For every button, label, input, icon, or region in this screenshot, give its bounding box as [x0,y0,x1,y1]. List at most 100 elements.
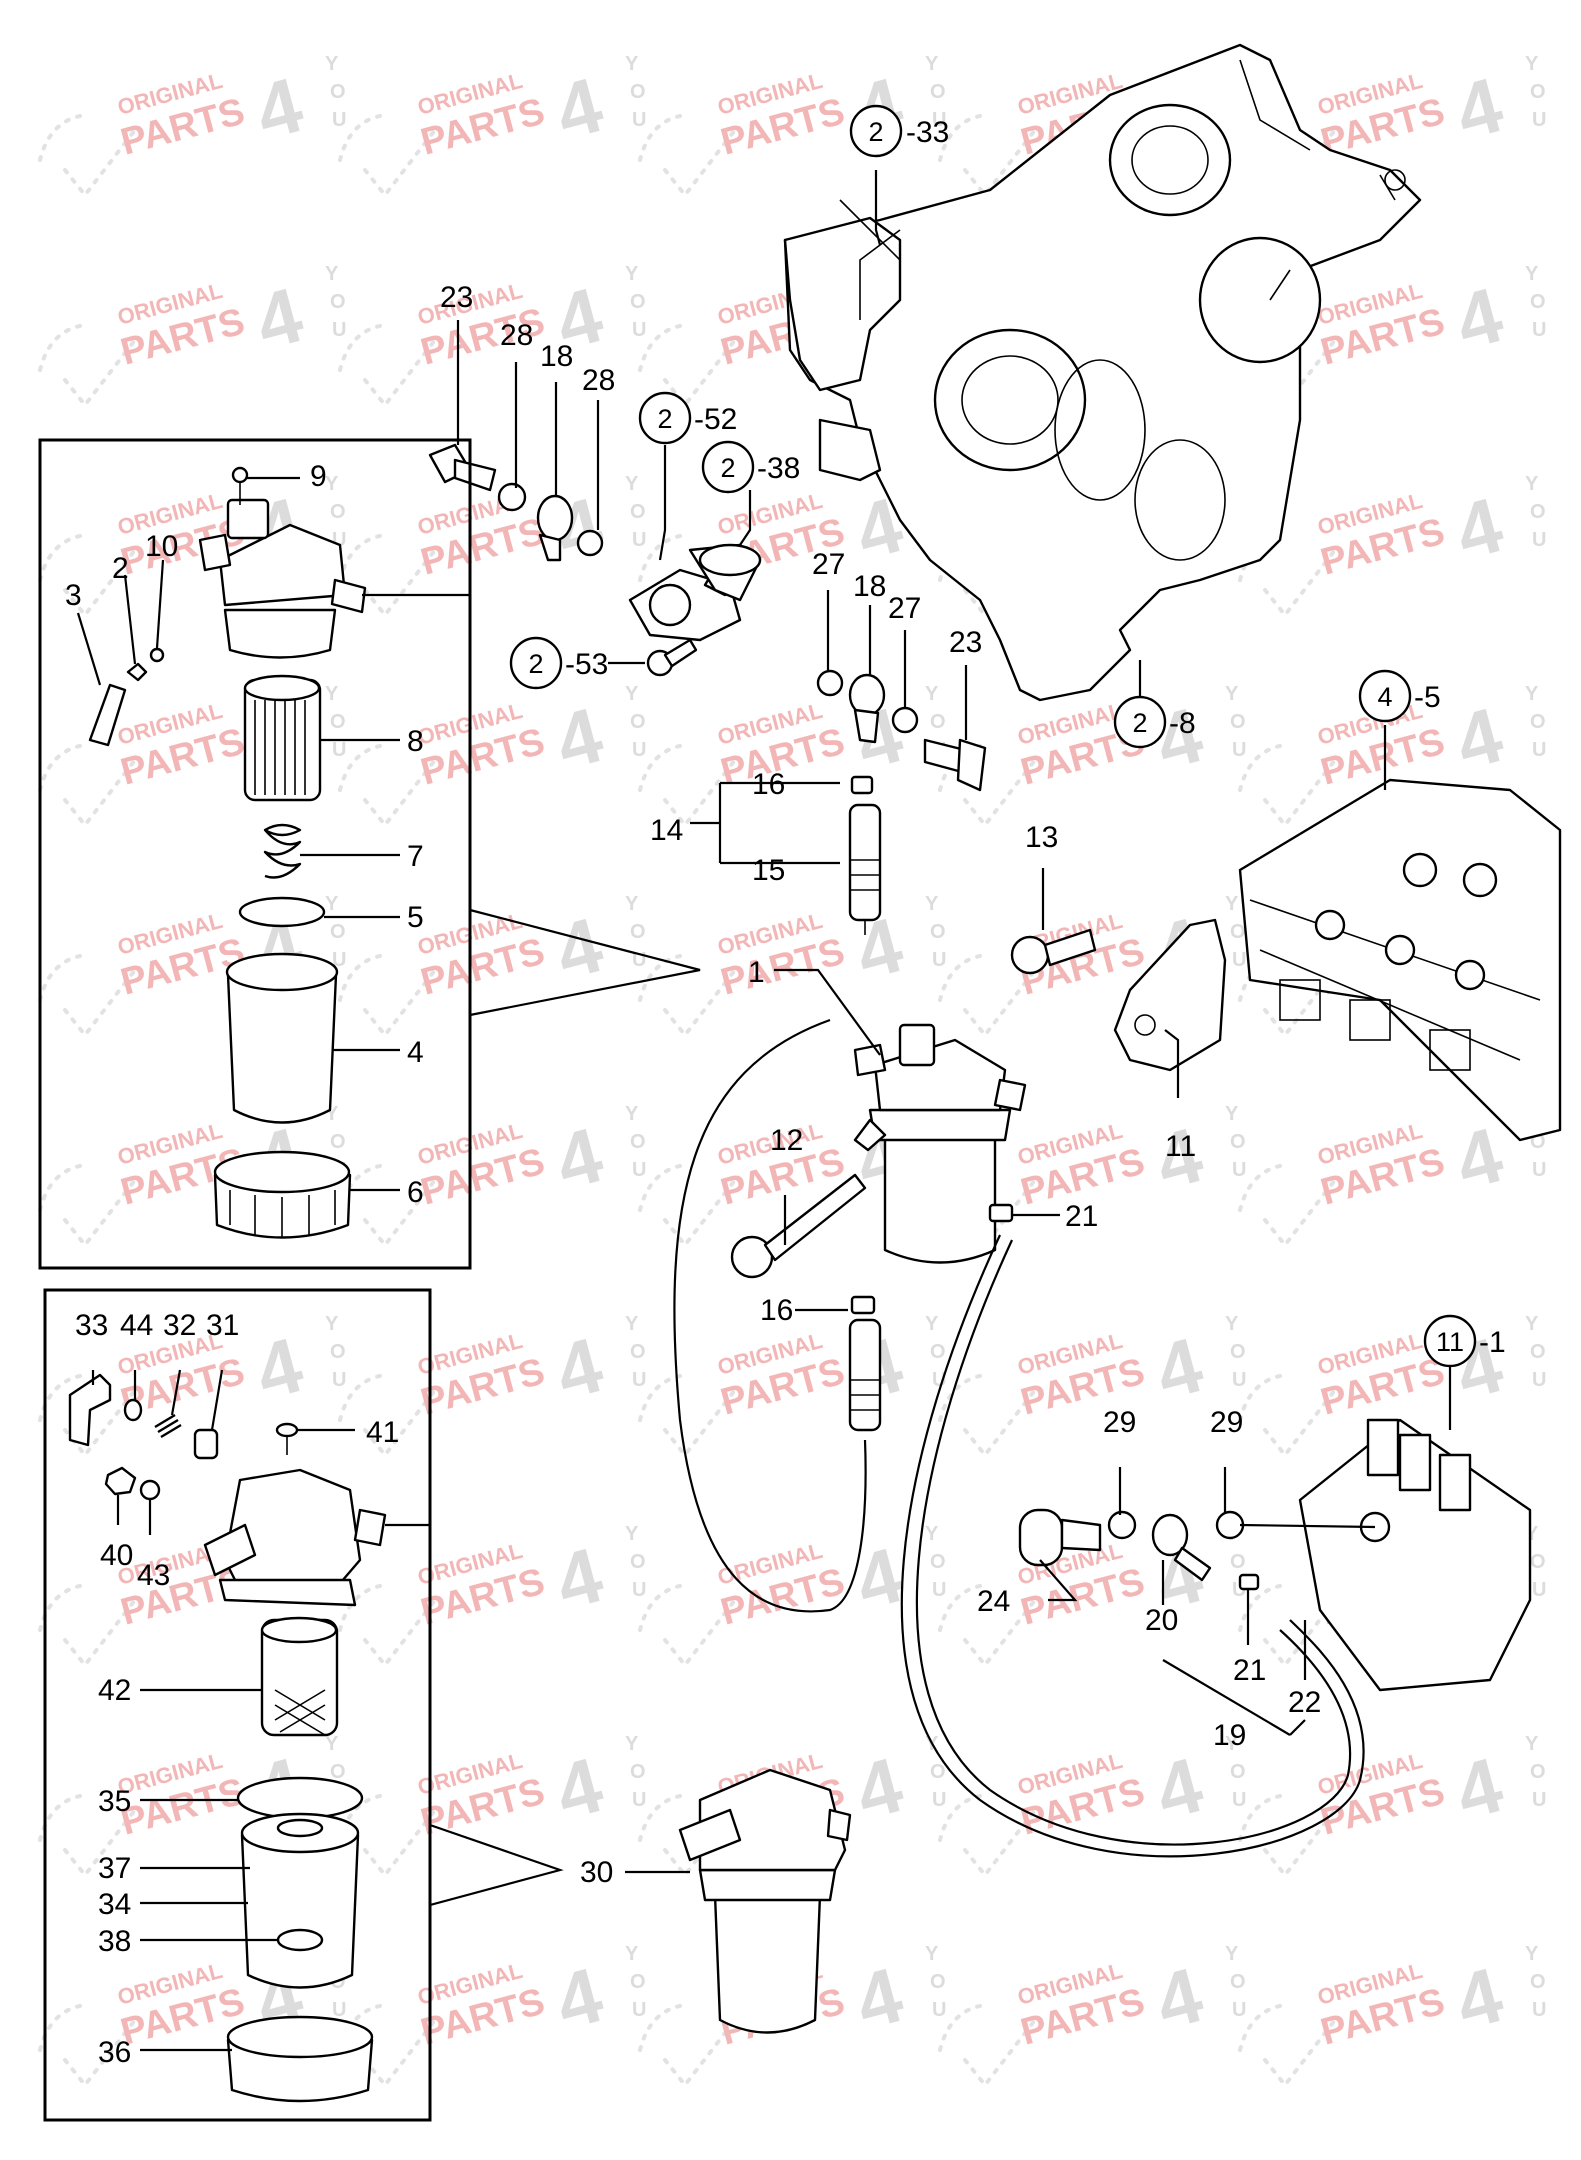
watermark-4: 4 [547,900,612,996]
watermark-check-icon [1238,1583,1337,1669]
watermark-check-icon [338,1583,437,1669]
feed-line-inner [915,1239,1351,1846]
watermark-4: 4 [547,1530,612,1626]
label-21-upper: 21 [1065,1200,1098,1233]
watermark-y: Y [1225,1103,1239,1125]
float-ring-38 [276,1928,324,1952]
watermark-4: 4 [847,1950,912,2046]
banjo-bolt-24 [1018,1508,1102,1567]
watermark-check-icon [638,1373,737,1459]
watermark-y: Y [325,53,339,75]
watermark-4: 4 [1447,690,1512,786]
watermark-o: O [930,921,946,943]
watermark-u: U [632,1159,646,1181]
watermark-y: Y [625,1103,639,1125]
watermark-u: U [1532,1999,1546,2021]
watermark-4: 4 [247,1320,312,1416]
label-22: 22 [1288,1686,1321,1719]
label-36: 36 [98,2036,131,2069]
watermark-u: U [632,1369,646,1391]
watermark-check-icon [38,743,137,829]
watermark-o: O [630,1341,646,1363]
washer-43 [139,1479,161,1501]
watermark-u: U [332,739,346,761]
watermark-u: U [932,1999,946,2021]
watermark-y: Y [925,1943,939,1965]
watermark-o: O [1530,1551,1546,1573]
watermark-o: O [930,1551,946,1573]
watermark-4: 4 [547,60,612,156]
plunger-31 [193,1428,219,1460]
watermark-o: O [930,1761,946,1783]
label-41: 41 [366,1416,399,1449]
watermark-check-icon [1238,2003,1337,2089]
watermark-o: O [630,501,646,523]
watermark-check-icon [338,1373,437,1459]
watermark-4: 4 [1447,480,1512,576]
watermark-y: Y [625,1733,639,1755]
label-12: 12 [770,1124,803,1157]
watermark-4: 4 [847,1740,912,1836]
watermark-4: 4 [1447,60,1512,156]
leader-lines [76,170,1452,2052]
banjo-18-upper [536,494,574,562]
watermark-o: O [930,711,946,733]
watermark-o: O [1530,711,1546,733]
watermark-u: U [932,1789,946,1811]
watermark-check-icon [38,1793,137,1879]
fuel-hose-15-lower [848,1295,882,1432]
watermark-check-icon [338,1163,437,1249]
watermark-o: O [330,1761,346,1783]
watermark-u: U [1232,1369,1246,1391]
watermark-y: Y [625,683,639,705]
svg-text:-53: -53 [565,648,608,681]
watermark-4: 4 [247,270,312,366]
watermark-u: U [1232,1789,1246,1811]
watermark-o: O [1230,1761,1246,1783]
callout-2-52: 2 -52 [638,391,737,445]
watermark-o: O [930,81,946,103]
watermark-o: O [1530,81,1546,103]
label-42: 42 [98,1674,131,1707]
watermark-4: 4 [547,1950,612,2046]
watermark-o: O [630,81,646,103]
lever-33 [68,1373,112,1447]
label-3: 3 [65,579,82,612]
watermark-check-icon [338,323,437,409]
watermark-4: 4 [1147,1950,1212,2046]
svg-text:2: 2 [868,117,883,147]
watermark-o: O [330,501,346,523]
watermark-o: O [1530,1761,1546,1783]
watermark-check-icon [38,323,137,409]
callout-11-1: 11 -1 [1423,1314,1506,1368]
watermark-4: 4 [547,1110,612,1206]
watermark-o: O [630,291,646,313]
svg-text:2: 2 [657,404,672,434]
screw-41 [275,1422,299,1455]
watermark-o: O [1230,1551,1246,1573]
svg-text:-8: -8 [1169,707,1196,740]
watermark-u: U [1532,1159,1546,1181]
label-21-lower: 21 [1233,1654,1266,1687]
watermark-u: U [932,949,946,971]
watermark-u: U [332,319,346,341]
watermark-y: Y [925,683,939,705]
watermark-check-icon [38,953,137,1039]
label-33: 33 [75,1309,108,1342]
svg-text:-52: -52 [694,403,737,436]
watermark-u: U [632,529,646,551]
filter-cup-4 [225,952,339,1124]
